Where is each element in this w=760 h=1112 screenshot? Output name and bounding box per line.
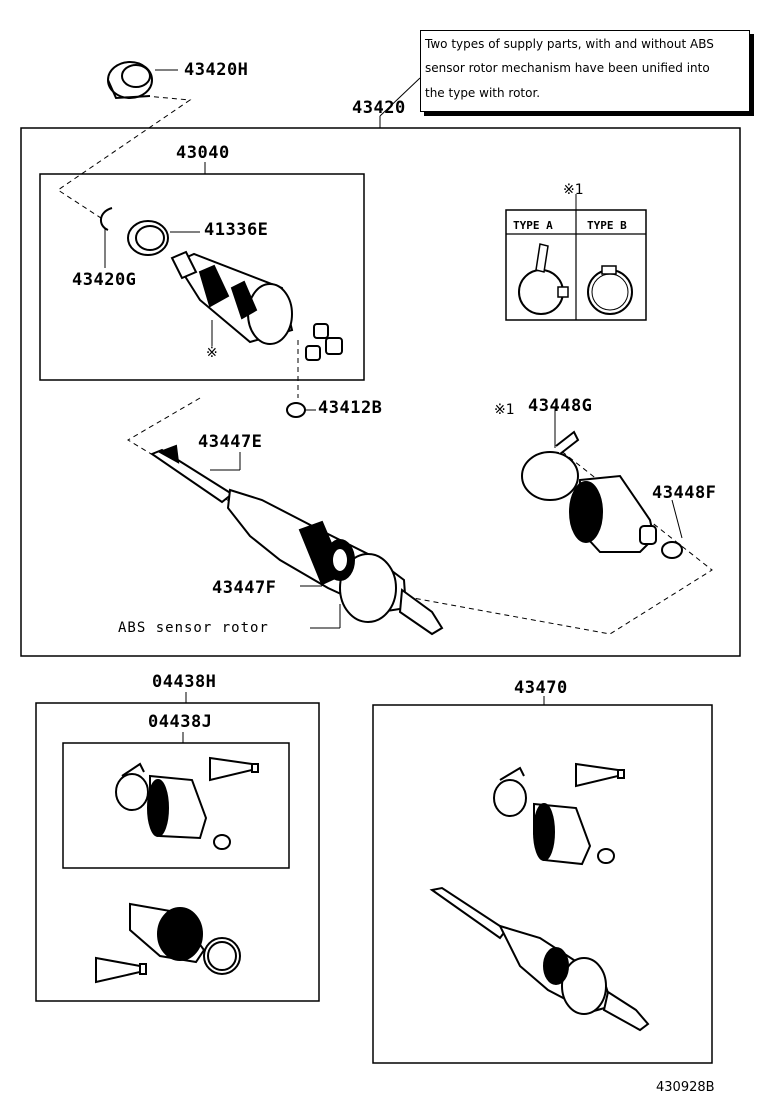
bearing-43420H <box>107 61 153 100</box>
label-43420H[interactable]: 43420H <box>184 60 249 80</box>
label-43448G[interactable]: 43448G <box>528 396 593 416</box>
clamp-43448G <box>521 430 580 501</box>
label-43447E[interactable]: 43447E <box>198 432 263 452</box>
label-43448F[interactable]: 43448F <box>652 483 717 503</box>
label-43420[interactable]: 43420 <box>352 98 406 118</box>
snap-ring-43420G <box>100 207 113 231</box>
drive-shaft <box>149 444 444 636</box>
note-line-1: Two types of supply parts, with and with… <box>425 37 714 51</box>
mark-ref1-type: ※1 <box>563 182 584 198</box>
label-abs-sensor-rotor: ABS sensor rotor <box>118 620 269 636</box>
clip-43412B <box>286 402 306 418</box>
assembly-43040-frame <box>39 173 365 381</box>
note-line-3: the type with rotor. <box>425 86 541 100</box>
boot-inboard <box>569 474 657 553</box>
label-04438H[interactable]: 04438H <box>152 672 217 692</box>
label-04438J[interactable]: 04438J <box>148 712 213 732</box>
assembly-43470-frame <box>372 704 713 1064</box>
mark-ref: ※ <box>206 345 218 361</box>
label-43447F[interactable]: 43447F <box>212 578 277 598</box>
kit-04438J-frame <box>62 742 290 869</box>
kit-04438H-parts <box>95 902 241 984</box>
clamp-43448F <box>661 541 683 559</box>
label-43420G[interactable]: 43420G <box>72 270 137 290</box>
mark-ref1-clamp: ※1 <box>494 402 515 418</box>
assembly-43470-parts <box>429 762 650 1032</box>
outboard-joint <box>170 250 294 345</box>
label-43412B[interactable]: 43412B <box>318 398 383 418</box>
label-43040[interactable]: 43040 <box>176 143 230 163</box>
kit-04438H-frame <box>35 702 320 1002</box>
kit-04438J-parts <box>115 756 259 850</box>
type-a-header: TYPE A <box>513 219 553 232</box>
type-b-header: TYPE B <box>587 219 627 232</box>
figure-id: 430928B <box>656 1080 715 1095</box>
seal-41336E <box>127 220 169 256</box>
tripod-joint <box>305 323 343 361</box>
label-43470[interactable]: 43470 <box>514 678 568 698</box>
note-box: Two types of supply parts, with and with… <box>420 30 750 112</box>
type-comparison-box <box>505 194 647 321</box>
note-line-2: sensor rotor mechanism have been unified… <box>425 61 710 75</box>
label-41336E[interactable]: 41336E <box>204 220 269 240</box>
